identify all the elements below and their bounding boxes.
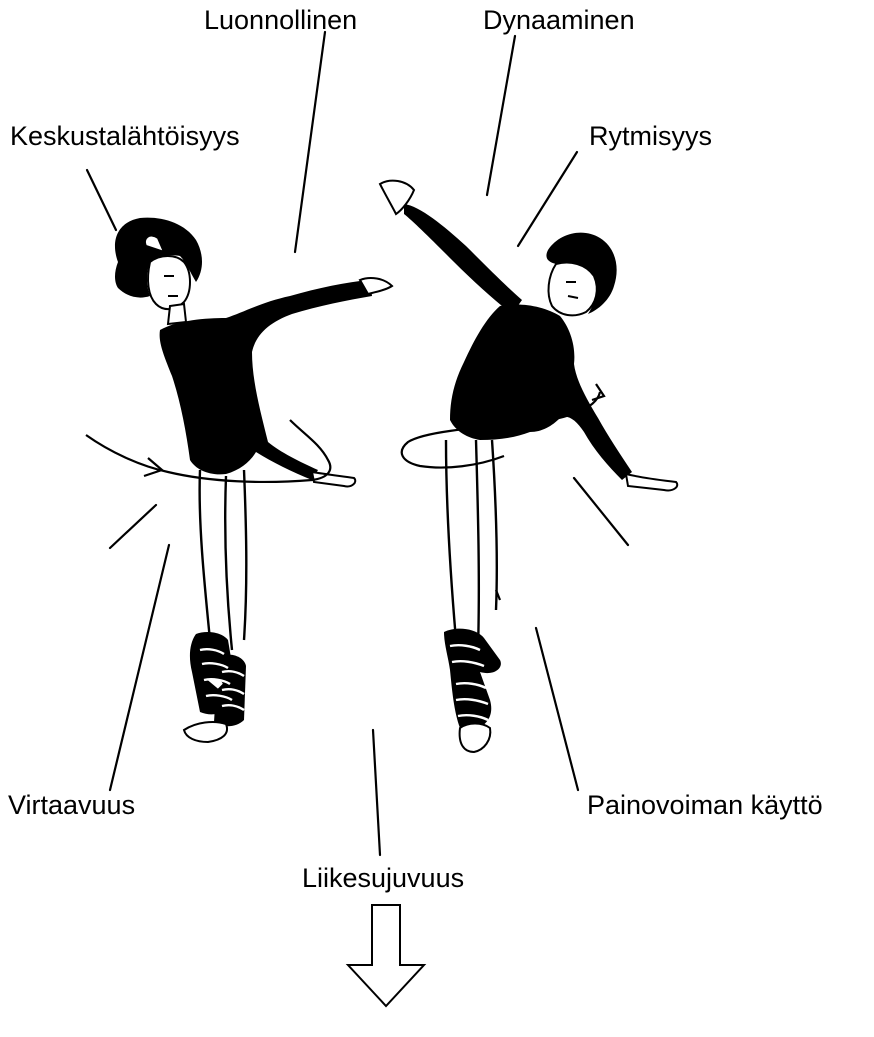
right-legwarmers [444,629,501,728]
left-torso [160,280,372,480]
left-legs [200,470,247,650]
label-virtaavuus: Virtaavuus [8,789,135,821]
label-luonnollinen: Luonnollinen [204,4,357,36]
right-face [549,263,597,316]
label-keskustalahtoisyys: Keskustalähtöisyys [10,120,240,152]
down-arrow-icon [348,905,424,1006]
label-painovoiman-kaytto: Painovoiman käyttö [587,789,823,821]
label-dynaaminen: Dynaaminen [483,4,635,36]
leader-virtaavuus-extra [110,505,156,548]
dancer-right-icon [380,181,677,752]
leader-painovoima-extra [574,478,628,545]
leader-rytmisyys [518,152,577,246]
right-raised-arm [404,204,522,314]
leader-dynaaminen [487,36,515,195]
leader-luonnollinen [295,32,325,252]
leader-liikesujuvuus [373,730,380,855]
label-rytmisyys: Rytmisyys [589,120,712,152]
leader-lines [87,32,628,855]
leader-painovoima [536,628,578,790]
leader-virtaavuus [110,545,169,790]
dancer-left-icon [86,218,392,742]
left-face [148,256,190,309]
label-liikesujuvuus: Liikesujuvuus [302,862,464,894]
leader-keskustalahtoisyys [87,170,116,230]
right-legs [446,440,497,650]
